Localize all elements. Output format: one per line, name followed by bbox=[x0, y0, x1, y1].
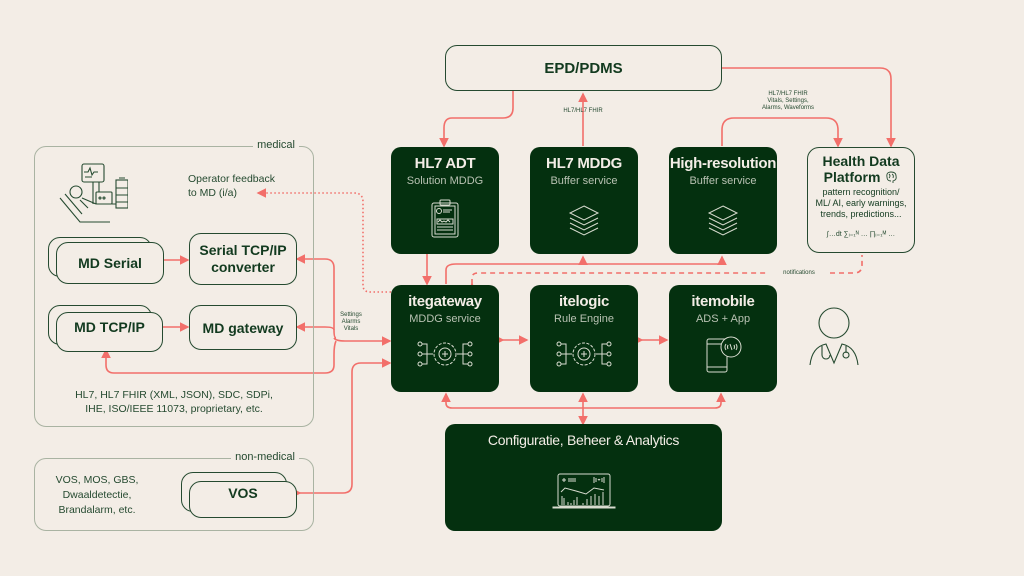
card-subtitle: Buffer service bbox=[689, 175, 757, 187]
md-gateway-box[interactable]: MD gateway bbox=[189, 305, 297, 350]
alarms-label: Alarms bbox=[341, 319, 361, 325]
non-medical-systems-label: VOS, MOS, GBS, Dwaaldetectie, Brandalarm… bbox=[52, 473, 142, 518]
converter-line1: Serial TCP/IP bbox=[199, 242, 287, 258]
card-title: HL7 MDDG bbox=[546, 155, 622, 172]
doctor-icon bbox=[809, 307, 859, 366]
clipboard-chart-icon bbox=[431, 199, 459, 238]
hdp-title-line1: Health Data bbox=[822, 153, 900, 169]
card-title: itegateway bbox=[408, 293, 482, 310]
layers-icon bbox=[568, 205, 600, 236]
operator-feedback-label: Operator feedback to MD (i/a) bbox=[188, 172, 275, 200]
epd-pdms-box[interactable]: EPD/PDMS bbox=[445, 45, 722, 91]
card-subtitle: ADS + App bbox=[695, 313, 751, 325]
line-epd-hl7adt bbox=[439, 89, 514, 148]
md-serial-box[interactable]: MD Serial bbox=[56, 242, 164, 284]
hr-label-line2: Vitals, Settings, bbox=[767, 98, 809, 104]
card-high-resolution[interactable]: High-resolution Buffer service bbox=[669, 147, 777, 254]
gear-network-icon bbox=[556, 341, 612, 367]
highres-data-label: HL7/HL7 FHIR Vitals, Settings, Alarms, W… bbox=[748, 91, 828, 112]
hdp-desc-line3: trends, predictions... bbox=[820, 209, 902, 219]
health-data-platform-box[interactable]: Health Data Platform pattern recognition… bbox=[807, 147, 915, 253]
card-title: Configuratie, Beheer & Analytics bbox=[487, 432, 680, 448]
card-title: High-resolution bbox=[669, 155, 777, 172]
converter-line2: converter bbox=[211, 259, 275, 275]
phone-alarm-icon bbox=[706, 336, 742, 373]
hdp-formulas: ∫…dt ∑ᵢ₌₁ᴺ … ∏ᵢ₌₁ᴹ … bbox=[826, 231, 896, 238]
line-itegw-buffers bbox=[445, 257, 723, 284]
layers-icon bbox=[707, 205, 739, 236]
md-tcpip-box[interactable]: MD TCP/IP bbox=[56, 312, 163, 352]
notifications-label: notifications bbox=[783, 270, 815, 276]
laptop-analytics-icon bbox=[552, 473, 615, 509]
line-highres-hdp bbox=[721, 117, 843, 148]
medical-group: medical bbox=[34, 139, 314, 427]
protocols-label: HL7, HL7 FHIR (XML, JSON), SDC, SDPi, IH… bbox=[40, 388, 308, 416]
card-configuratie-beheer-analytics[interactable]: Configuratie, Beheer & Analytics bbox=[445, 424, 722, 531]
settings-label: Settings bbox=[340, 312, 362, 318]
medical-group-label: medical bbox=[253, 139, 299, 151]
non-medical-group: non-medical bbox=[34, 451, 314, 531]
card-itegateway[interactable]: itegateway MDDG service bbox=[391, 285, 499, 392]
settings-alarms-vitals-label: Settings Alarms Vitals bbox=[337, 312, 365, 333]
card-hl7-mddg[interactable]: HL7 MDDG Buffer service bbox=[530, 147, 638, 254]
card-subtitle: Rule Engine bbox=[554, 313, 614, 325]
line-itegw-gateway bbox=[295, 322, 335, 332]
card-subtitle: Buffer service bbox=[550, 175, 618, 187]
vitals-label: Vitals bbox=[343, 326, 359, 332]
operator-line2: to MD (i/a) bbox=[188, 187, 238, 199]
card-hl7-adt[interactable]: HL7 ADT Solution MDDG bbox=[391, 147, 499, 254]
nonmed-line2: Dwaaldetectie, bbox=[62, 489, 132, 501]
hr-label-line3: Alarms, Waveforms bbox=[761, 105, 815, 111]
card-itemobile[interactable]: itemobile ADS + App bbox=[669, 285, 777, 392]
card-title: itelogic bbox=[558, 293, 610, 310]
hdp-desc-line1: pattern recognition/ bbox=[822, 187, 900, 197]
non-medical-group-label: non-medical bbox=[231, 451, 299, 463]
line-epd-hdp bbox=[722, 67, 896, 148]
gear-network-icon bbox=[417, 341, 473, 367]
card-title: itemobile bbox=[691, 293, 755, 310]
card-title: HL7 ADT bbox=[414, 155, 476, 172]
line-notifications bbox=[467, 272, 768, 292]
hdp-desc-line2: ML/ AI, early warnings, bbox=[815, 198, 907, 208]
line-to-itegateway bbox=[333, 336, 392, 346]
line-itegw-converter bbox=[295, 254, 337, 339]
operator-line1: Operator feedback bbox=[188, 173, 275, 185]
card-subtitle: MDDG service bbox=[409, 313, 481, 325]
vos-box[interactable]: VOS bbox=[189, 481, 297, 518]
serial-tcpip-converter-box[interactable]: Serial TCP/IP converter bbox=[189, 233, 297, 285]
protocols-line1: HL7, HL7 FHIR (XML, JSON), SDC, SDPi, bbox=[75, 389, 273, 401]
card-itelogic[interactable]: itelogic Rule Engine bbox=[530, 285, 638, 392]
hdp-title-line2: Platform bbox=[823, 169, 881, 185]
hl7-fhir-label: HL7/HL7 FHIR bbox=[563, 108, 603, 114]
line-vos-itegateway bbox=[292, 358, 392, 498]
hr-label-line1: HL7/HL7 FHIR bbox=[768, 91, 808, 97]
patient-monitor-icon bbox=[59, 163, 128, 223]
nonmed-line3: Brandalarm, etc. bbox=[58, 504, 136, 516]
brain-icon bbox=[886, 171, 897, 183]
card-subtitle: Solution MDDG bbox=[406, 175, 484, 187]
protocols-line2: IHE, ISO/IEEE 11073, proprietary, etc. bbox=[85, 403, 263, 415]
nonmed-line1: VOS, MOS, GBS, bbox=[55, 474, 139, 486]
